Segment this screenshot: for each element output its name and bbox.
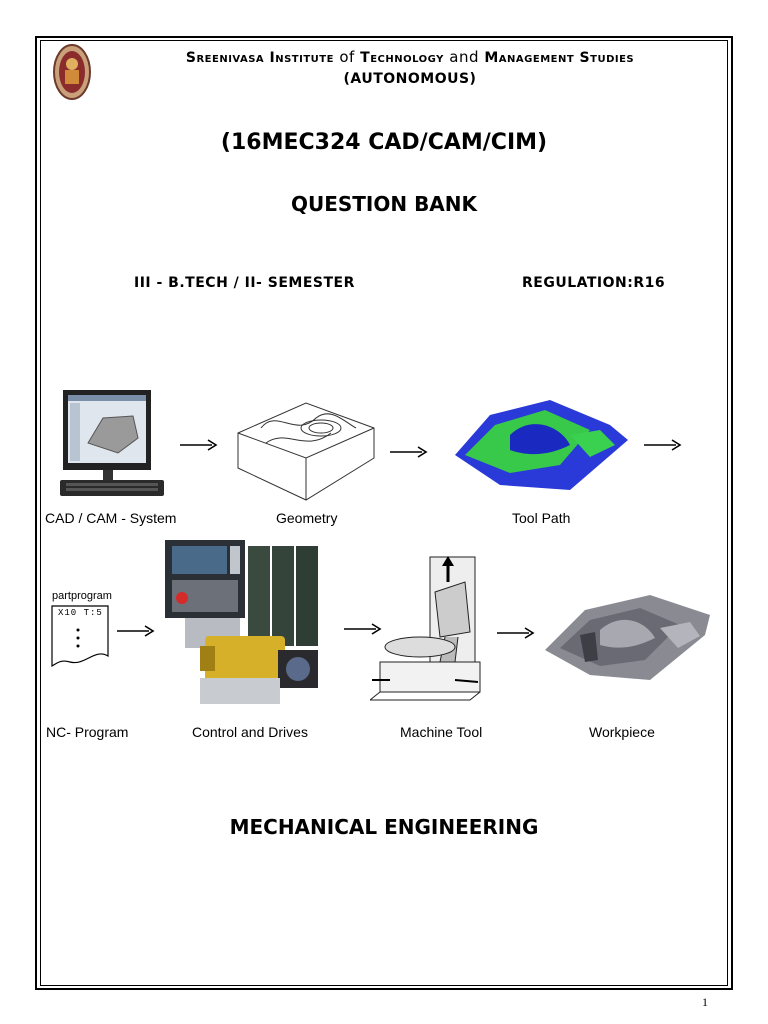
course-code: (16MEC324 CAD/CAM/CIM) bbox=[220, 130, 548, 155]
caption-nc-program: NC- Program bbox=[46, 724, 129, 740]
caption-control-drives: Control and Drives bbox=[192, 724, 308, 740]
arrow-right-icon bbox=[178, 438, 218, 452]
tool-path-image bbox=[450, 395, 632, 495]
page-border-inner bbox=[40, 40, 728, 986]
institute-logo bbox=[52, 42, 92, 102]
partprogram-label: partprogram bbox=[52, 590, 112, 602]
semester-label: III - B.TECH / II- SEMESTER bbox=[134, 275, 355, 291]
regulation-label: REGULATION:R16 bbox=[522, 275, 666, 291]
machine-tool-image bbox=[370, 552, 490, 702]
arrow-right-icon bbox=[642, 438, 682, 452]
caption-workpiece: Workpiece bbox=[589, 724, 655, 740]
department-name: MECHANICAL ENGINEERING bbox=[229, 815, 539, 839]
caption-cad-cam: CAD / CAM - System bbox=[45, 510, 177, 526]
page-border-outer bbox=[35, 36, 733, 990]
arrow-right-icon bbox=[342, 622, 382, 636]
caption-machine-tool: Machine Tool bbox=[400, 724, 483, 740]
partprogram-code: X10 T:5 bbox=[58, 608, 103, 618]
caption-tool-path: Tool Path bbox=[512, 510, 571, 526]
caption-geometry: Geometry bbox=[276, 510, 338, 526]
cad-cam-computer-image bbox=[58, 388, 168, 503]
page-number: 1 bbox=[702, 995, 708, 1009]
arrow-right-icon bbox=[495, 626, 535, 640]
institute-name: Sreenivasa Institute of Technology and M… bbox=[185, 48, 635, 66]
workpiece-image bbox=[540, 590, 715, 685]
arrow-right-icon bbox=[115, 624, 155, 638]
arrow-right-icon bbox=[388, 445, 428, 459]
partprogram-document: partprogram X10 T:5 bbox=[50, 590, 112, 672]
autonomous-label: (AUTONOMOUS) bbox=[343, 71, 477, 87]
geometry-sketch-image bbox=[236, 398, 376, 503]
control-drives-image bbox=[160, 538, 335, 708]
document-title: QUESTION BANK bbox=[290, 192, 478, 216]
